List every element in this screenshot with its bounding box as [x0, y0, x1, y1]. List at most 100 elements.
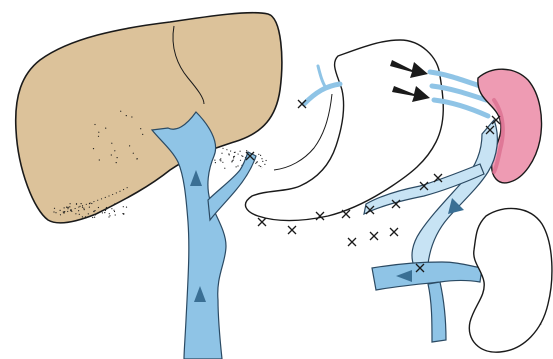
stipple-dot: [89, 207, 90, 208]
stipple-dot: [82, 207, 83, 208]
stipple-dot: [108, 216, 109, 217]
renal-vein-down: [428, 282, 446, 342]
suture-tie-icon: [370, 232, 378, 240]
stipple-dot: [98, 207, 99, 208]
suture-tie-icon: [258, 218, 266, 226]
stipple-dot: [78, 210, 79, 211]
stipple-dot: [234, 156, 235, 157]
stipple-dot: [64, 207, 65, 208]
stipple-dot: [129, 145, 130, 146]
stipple-dot: [91, 203, 92, 204]
left-gastric-branch: [318, 66, 326, 88]
stipple-dot: [257, 161, 258, 162]
stipple-dot: [111, 208, 112, 209]
stipple-dot: [123, 214, 124, 215]
stipple-dot: [94, 124, 95, 125]
stipple-dot: [60, 210, 61, 211]
stipple-dot: [98, 132, 99, 133]
stipple-dot: [93, 148, 94, 149]
stipple-dot: [232, 160, 233, 161]
stipple-dot: [137, 158, 138, 159]
stipple-dot: [82, 216, 83, 217]
stipple-dot: [111, 143, 112, 144]
stipple-dot: [114, 211, 115, 212]
stipple-dot: [116, 162, 117, 163]
stipple-dot: [224, 168, 225, 169]
stipple-dot: [221, 153, 222, 154]
left-gastric-vessel: [304, 66, 340, 104]
stipple-dot: [106, 207, 107, 208]
stipple-dot: [109, 215, 110, 216]
stipple-dot: [79, 214, 80, 215]
suture-tie-icon: [492, 116, 500, 124]
suture-tie-icon: [288, 226, 296, 234]
stipple-dot: [262, 161, 263, 162]
stipple-dot: [69, 206, 70, 207]
splenorenal-vein: [372, 262, 482, 342]
stipple-dot: [222, 162, 223, 163]
stipple-dot: [68, 207, 69, 208]
stipple-dot: [109, 213, 110, 214]
stipple-dot: [229, 154, 230, 155]
stipple-dot: [70, 203, 71, 204]
stipple-dot: [89, 203, 90, 204]
stipple-dot: [120, 111, 121, 112]
stipple-dot: [264, 164, 265, 165]
stipple-dot: [53, 211, 54, 212]
stipple-dot: [105, 210, 106, 211]
stipple-dot: [104, 212, 105, 213]
stipple-dot: [214, 160, 215, 161]
stipple-dot: [94, 217, 95, 218]
stipple-dot: [220, 160, 221, 161]
stipple-dot: [84, 209, 85, 210]
stipple-dot: [114, 150, 115, 151]
kidney: [469, 208, 552, 352]
stipple-dot: [115, 214, 116, 215]
stipple-dot: [76, 203, 77, 204]
stipple-dot: [111, 154, 112, 155]
stipple-dot: [237, 165, 238, 166]
stipple-dot: [99, 159, 100, 160]
stipple-dot: [260, 155, 261, 156]
stipple-dot: [81, 203, 82, 204]
stipple-dot: [236, 166, 237, 167]
stipple-dot: [140, 128, 141, 129]
stipple-dot: [114, 203, 115, 204]
stipple-dot: [215, 162, 216, 163]
liver: [16, 13, 282, 223]
stipple-dot: [70, 210, 71, 211]
stipple-dot: [98, 136, 99, 137]
stipple-dot: [240, 160, 241, 161]
stipple-dot: [94, 210, 95, 211]
left-gastric-vein: [304, 84, 340, 104]
stipple-dot: [85, 217, 86, 218]
renal-vein: [372, 262, 482, 290]
stipple-dot: [123, 206, 124, 207]
stipple-dot: [133, 153, 134, 154]
stipple-dot: [83, 208, 84, 209]
stipple-dot: [242, 156, 243, 157]
stipple-dot: [55, 212, 56, 213]
stipple-dot: [233, 157, 234, 158]
stipple-dot: [117, 157, 118, 158]
stipple-dot: [235, 152, 236, 153]
stipple-dot: [106, 208, 107, 209]
stipple-dot: [79, 206, 80, 207]
kidney-body: [469, 208, 552, 352]
stipple-dot: [233, 160, 234, 161]
stipple-dot: [64, 211, 65, 212]
stipple-dot: [67, 208, 68, 209]
suture-tie-icon: [342, 210, 350, 218]
stipple-dot: [95, 214, 96, 215]
stipple-dot: [54, 208, 55, 209]
stipple-dot: [113, 210, 114, 211]
stipple-dot: [142, 134, 143, 135]
stipple-dot: [66, 207, 67, 208]
stipple-dot: [105, 128, 106, 129]
liver-body: [16, 13, 282, 223]
stipple-dot: [93, 211, 94, 212]
stipple-dot: [261, 158, 262, 159]
stipple-dot: [75, 213, 76, 214]
stipple-dot: [126, 207, 127, 208]
